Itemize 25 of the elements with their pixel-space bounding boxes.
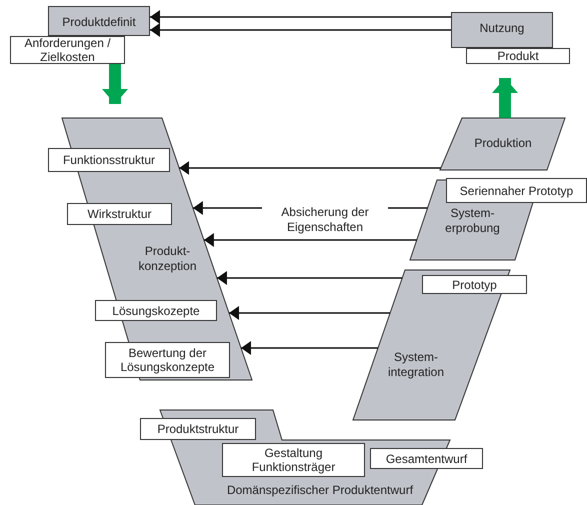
arrow bbox=[228, 306, 390, 320]
result-box: Produkt bbox=[466, 48, 570, 64]
result-box: Prototyp bbox=[422, 275, 527, 294]
phase-label: Produktion bbox=[473, 136, 533, 151]
result-box: Anforderungen / Zielkosten bbox=[10, 36, 125, 64]
arrow bbox=[241, 341, 378, 355]
result-box: Gestaltung Funktionsträger bbox=[222, 443, 365, 477]
stage-box: Nutzung bbox=[451, 12, 553, 48]
block-arrow bbox=[492, 78, 518, 118]
arrow bbox=[179, 161, 441, 175]
phase-label: System- integration bbox=[386, 350, 446, 380]
arrow bbox=[150, 10, 451, 24]
arrow bbox=[216, 271, 402, 285]
result-box: Seriennaher Prototyp bbox=[446, 178, 587, 203]
stage-box: Produktdefinit bbox=[48, 6, 150, 36]
result-box: Produktstruktur bbox=[140, 418, 256, 440]
result-box: Funktionsstruktur bbox=[48, 148, 170, 172]
phase-label: Domänspezifischer Produktentwurf bbox=[226, 483, 414, 498]
result-box: Gesamtentwurf bbox=[370, 448, 483, 469]
phase-label: Produkt- konzeption bbox=[137, 244, 198, 274]
note-text: Absicherung der Eigenschaften bbox=[262, 205, 388, 235]
block-arrow bbox=[102, 64, 128, 104]
arrow bbox=[204, 233, 417, 247]
phase-label: System- erprobung bbox=[444, 206, 501, 236]
arrow bbox=[150, 23, 451, 37]
